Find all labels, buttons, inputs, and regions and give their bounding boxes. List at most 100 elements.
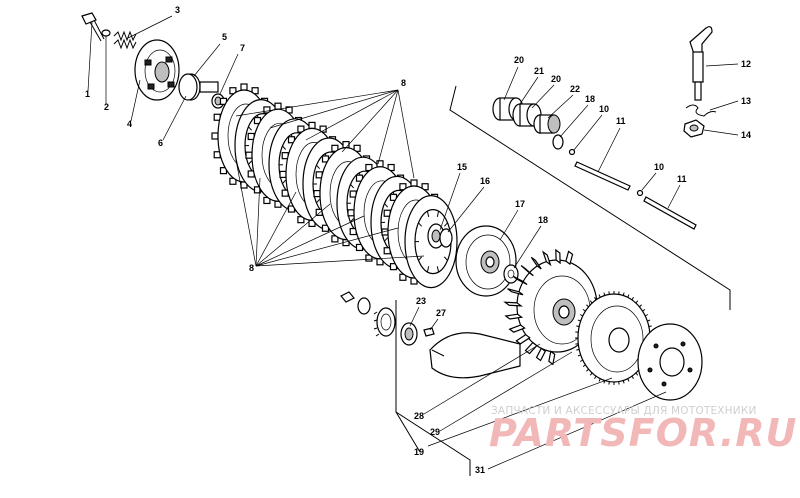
basket-fin (548, 350, 556, 366)
watermark-subtitle: ЗАПЧАСТИ И АКСЕССУАРЫ ДЛЯ МОТОТЕХНИКИ (491, 405, 757, 417)
plate-spline (418, 256, 423, 261)
ball-10a (568, 148, 576, 156)
callout-c1: 1 (85, 89, 90, 99)
gear-tooth (582, 364, 586, 368)
gear-tooth (644, 314, 649, 317)
washer-18 (503, 264, 519, 284)
plate-tooth (211, 132, 219, 140)
plate-tooth (274, 102, 282, 110)
plate-spline (282, 179, 287, 184)
plate-spline (316, 164, 321, 170)
gear-tooth (594, 297, 597, 301)
plate-spline (248, 126, 253, 131)
pushrod-11b (643, 196, 697, 230)
shaft-bushing-20-21 (492, 97, 542, 127)
plate-spline (443, 222, 448, 227)
plate-tooth (313, 190, 321, 198)
plate-tooth (279, 170, 287, 178)
callout-c23: 23 (416, 296, 426, 306)
sleeve-22 (533, 114, 561, 134)
clutch-plates-stack-8 (211, 83, 458, 289)
nut-14 (683, 119, 705, 138)
washer-small (357, 297, 371, 315)
callout-c15: 15 (457, 162, 467, 172)
clutch-hub-17 (455, 225, 517, 297)
callout-c22: 22 (570, 84, 580, 94)
callout-c18b: 18 (538, 215, 548, 225)
basket-fin (508, 324, 526, 333)
gear-tooth (603, 292, 606, 296)
gear-tooth (635, 300, 639, 304)
plate-tooth (308, 121, 316, 130)
plate-tooth (347, 209, 355, 217)
clutch-basket (516, 259, 598, 353)
gear-tooth (589, 372, 593, 376)
washer-18b (552, 134, 564, 150)
plate-spline (350, 184, 355, 189)
basket-fin (512, 275, 528, 286)
plate-tooth (245, 151, 253, 159)
assembly-bracket (395, 85, 731, 476)
basket-fin (507, 288, 524, 296)
basket-fin (503, 301, 524, 307)
callout-labels: 3124576882021202218101112131415161718101… (85, 5, 751, 475)
callout-c3: 3 (175, 5, 180, 15)
gear-tooth (627, 294, 630, 298)
spring-13 (685, 104, 717, 117)
watermark: ЗАПЧАСТИ И АКСЕССУАРЫ ДЛЯ МОТОТЕХНИКИ PA… (489, 405, 796, 455)
basket-fin (515, 333, 531, 345)
gear-tooth (598, 294, 601, 298)
plate-spline (426, 266, 430, 273)
callout-c20b: 20 (551, 74, 561, 84)
callout-c8a: 8 (401, 78, 406, 88)
gear-tooth (622, 292, 625, 296)
callout-leaders (87, 15, 739, 470)
callout-c18a: 18 (585, 94, 595, 104)
back-plate (637, 323, 703, 401)
basket-fin (565, 250, 574, 266)
callout-c31: 31 (475, 465, 485, 475)
basket-fin (535, 347, 547, 362)
callout-c17: 17 (515, 199, 525, 209)
gear-tooth (579, 314, 584, 317)
gear-tooth (631, 297, 634, 301)
plate-spline (443, 256, 448, 261)
spacer-23b (400, 322, 418, 346)
callout-leaders-8 (235, 89, 425, 267)
callout-c7: 7 (240, 43, 245, 53)
basket-fin (520, 265, 534, 277)
callout-c29: 29 (430, 427, 440, 437)
basket-fin (541, 250, 552, 267)
gear-tooth (627, 378, 630, 382)
gear-tooth (647, 319, 651, 322)
plate-spline (436, 266, 440, 273)
gear-tooth (642, 308, 646, 312)
washer-2 (101, 29, 111, 37)
callout-c13: 13 (741, 96, 751, 106)
callout-c19: 19 (414, 447, 424, 457)
basket-fin (555, 248, 561, 265)
gear-tooth (576, 325, 580, 328)
gear-tooth (631, 375, 634, 379)
plate-tooth (240, 83, 248, 91)
callout-c5: 5 (222, 32, 227, 42)
plate-tooth (410, 179, 418, 187)
gear-tooth (576, 348, 580, 351)
gear-tooth (594, 375, 597, 379)
callout-c10a: 10 (599, 104, 609, 114)
gear-tooth (577, 319, 581, 322)
plate-spline (426, 211, 430, 217)
gear-tooth (586, 304, 589, 308)
callout-c20a: 20 (514, 55, 524, 65)
release-lever-12 (689, 26, 713, 101)
ball-10b (636, 189, 644, 197)
callout-c10b: 10 (654, 162, 664, 172)
callout-c12: 12 (741, 59, 751, 69)
key-27 (423, 327, 435, 337)
gear-tooth (648, 325, 652, 328)
gear-tooth (598, 378, 601, 382)
plate-spline (384, 237, 389, 242)
bearing-5 (178, 73, 201, 101)
plate-tooth (342, 141, 350, 149)
